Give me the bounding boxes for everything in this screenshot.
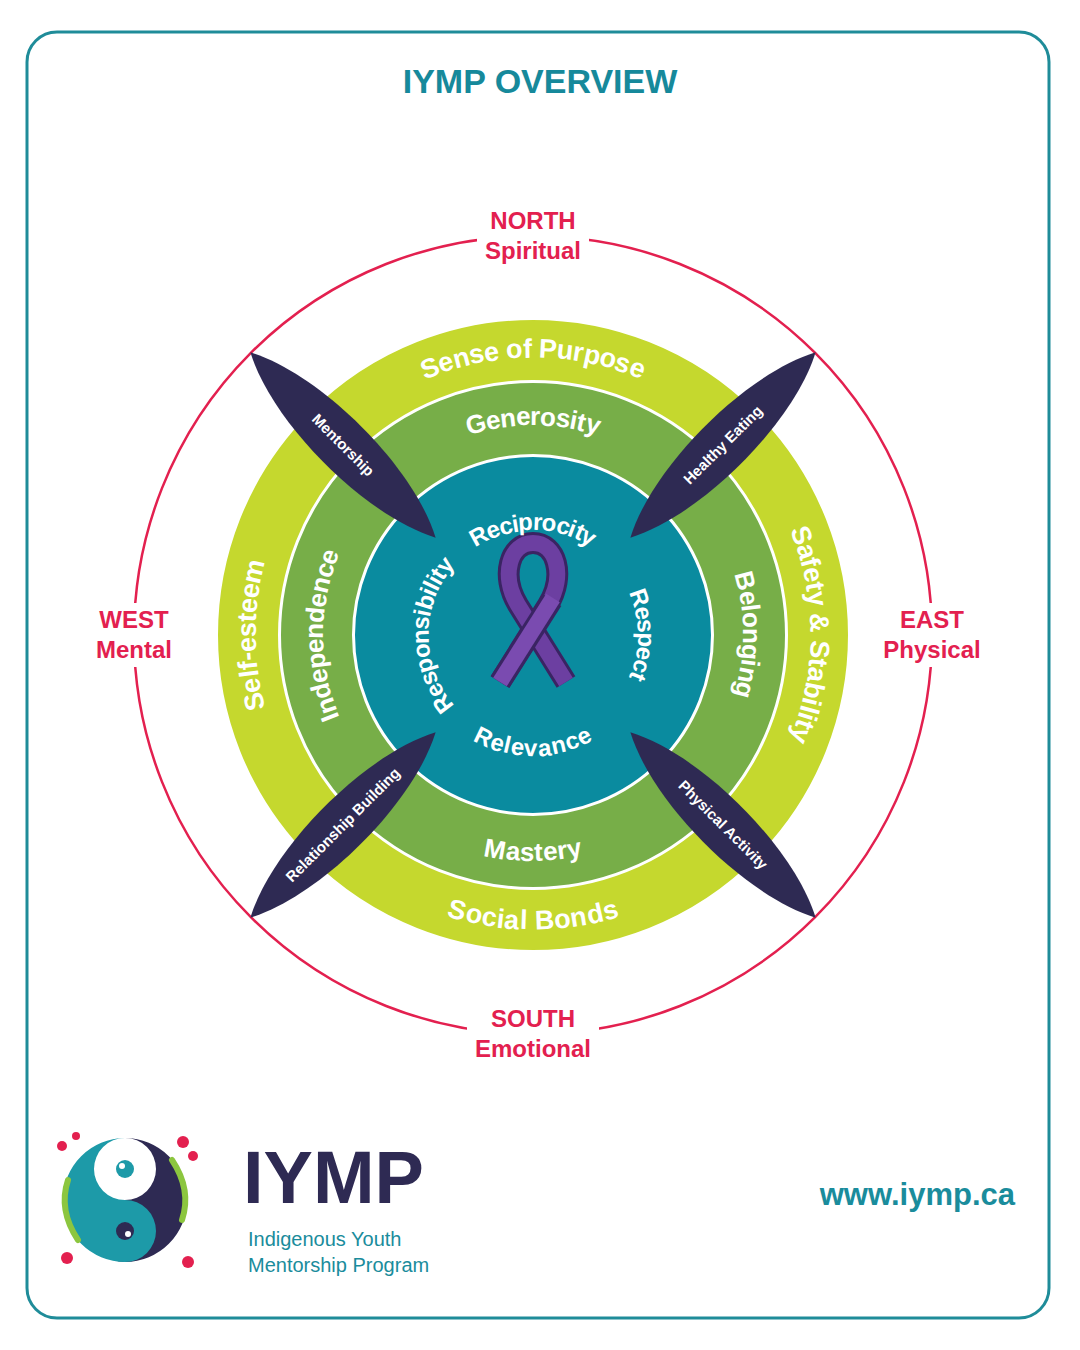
letter: e	[231, 637, 263, 653]
direction-label: SOUTH Emotional	[467, 1002, 599, 1066]
ring-fill	[217, 319, 850, 952]
website-url: www.iymp.ca	[715, 1176, 1015, 1213]
diagram-title: IYMP OVERVIEW	[0, 62, 1080, 101]
compass-circle-line	[134, 236, 932, 1034]
letter: a	[504, 836, 521, 867]
value-label: Social Bonds	[433, 886, 633, 946]
value-label: Reciprocity	[456, 501, 609, 558]
letter: e	[509, 732, 526, 761]
logo-emblem	[57, 1132, 198, 1268]
direction-label: WEST Mental	[88, 603, 180, 667]
logo-wordmark: IYMP	[243, 1141, 424, 1215]
leaf-outline	[232, 334, 454, 556]
letter: e	[300, 638, 331, 654]
direction-label: NORTH Spiritual	[477, 204, 589, 268]
page-border	[27, 32, 1049, 1318]
letter: v	[524, 734, 538, 762]
letter: o	[735, 611, 766, 629]
letter: l	[519, 905, 528, 936]
letter	[527, 905, 535, 936]
value-label: Relevance	[461, 714, 604, 768]
leaf-outline	[232, 713, 454, 935]
value-label: Self-esteem	[224, 544, 282, 726]
letter: S	[803, 639, 835, 659]
letter: n	[498, 403, 517, 435]
letter: r	[530, 402, 540, 432]
letter	[531, 333, 539, 364]
value-label: Respect	[617, 575, 667, 694]
letter	[803, 633, 834, 641]
letter: s	[631, 618, 660, 634]
value-label: Belonging	[720, 557, 774, 713]
value-label: Generosity	[451, 395, 615, 450]
ring-fill	[280, 382, 787, 889]
direction-label: EAST Physical	[875, 603, 988, 667]
value-label: Responsibility	[399, 545, 466, 726]
compass-circle: ReciprocityResponsibility RespectRelevanc…	[133, 235, 933, 1035]
letter: o	[505, 334, 523, 366]
letter: M	[482, 833, 509, 866]
letter: n	[406, 629, 434, 644]
value-label: Safety & Stability	[777, 511, 844, 758]
leaf-outline	[611, 334, 833, 556]
letter: p	[517, 508, 533, 536]
letter: e	[515, 402, 531, 433]
letter: s	[231, 622, 262, 638]
logo-subtitle: Indigenous Youth Mentorship Program	[248, 1226, 478, 1278]
value-label: Sense of Purpose	[406, 325, 660, 393]
value-label: Mastery	[469, 824, 597, 876]
letter: a	[503, 904, 520, 936]
letter: n	[736, 628, 766, 644]
letter: n	[300, 622, 330, 638]
letter: f	[522, 333, 532, 364]
leaf-outline	[611, 713, 833, 935]
letter: y	[800, 589, 833, 608]
letter: &	[803, 613, 835, 634]
letter: B	[534, 905, 555, 937]
letter: P	[538, 333, 558, 365]
value-label: Independence	[292, 534, 352, 735]
letter: s	[520, 838, 535, 868]
